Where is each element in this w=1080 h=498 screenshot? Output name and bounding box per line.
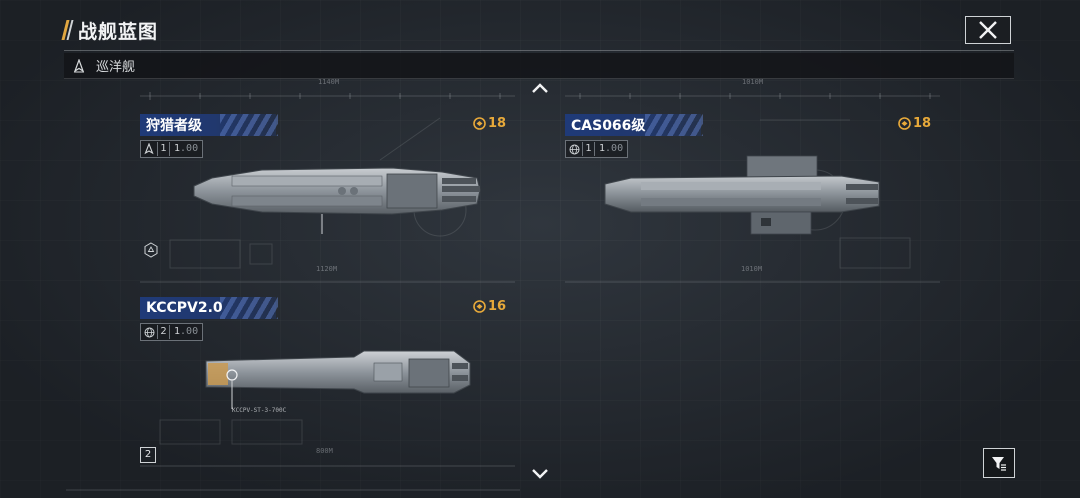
ship-cost: 18: [473, 116, 506, 131]
ship-card-hunter[interactable]: 狩猎者级 1 1.00 18 1120M: [140, 114, 515, 289]
ship-name-tag: CAS066级: [565, 114, 703, 136]
filter-button[interactable]: [983, 448, 1015, 478]
chevron-up-icon: [532, 83, 548, 93]
ship-image-kccpv: [205, 350, 471, 409]
ship-name-tag: 狩猎者级: [140, 114, 278, 136]
ship-card-kccpv[interactable]: KCCPV2.0 2 1.00 16 KCCPV-ST-3-700C 800M …: [140, 297, 515, 472]
scroll-up-button[interactable]: [530, 82, 550, 94]
cost-value: 16: [488, 299, 507, 314]
globe-icon: [141, 325, 158, 339]
globe-icon: [566, 142, 583, 156]
ship-length: 1010M: [741, 265, 763, 273]
ship-cost: 18: [898, 116, 931, 131]
ship-stats: 1 1.00: [565, 140, 629, 158]
scroll-down-button[interactable]: [530, 468, 550, 480]
category-label: 巡洋舰: [96, 60, 136, 75]
level-integer: 1: [599, 143, 606, 154]
ship-tier: 1: [583, 142, 595, 156]
ship-part-label: KCCPV-ST-3-700C: [232, 407, 287, 414]
ship-level: 1.00: [170, 142, 202, 156]
page-header: 战舰蓝图: [64, 14, 158, 46]
cruiser-class-icon: [141, 142, 158, 156]
ship-stats: 1 1.00: [140, 140, 204, 158]
resource-icon: [473, 117, 486, 130]
ruler-label-2: 1010M: [742, 78, 764, 86]
title-accent-icon: [64, 18, 72, 42]
ship-cost: 16: [473, 299, 506, 314]
ship-length: 800M: [316, 447, 333, 455]
level-fraction: .00: [180, 326, 199, 337]
level-integer: 1: [174, 326, 181, 337]
ruler-label-1: 1140M: [318, 78, 340, 86]
ship-tier: 2: [158, 325, 170, 339]
cost-value: 18: [488, 116, 507, 131]
resource-icon: [898, 117, 911, 130]
ship-level: 1.00: [170, 325, 202, 339]
ship-tier: 1: [158, 142, 170, 156]
header-divider: [64, 50, 1014, 51]
cruiser-icon: [70, 57, 88, 75]
ship-card-cas066[interactable]: CAS066级 1 1.00 18 1010M: [565, 114, 940, 289]
level-integer: 1: [174, 143, 181, 154]
ship-stats: 2 1.00: [140, 323, 204, 341]
ship-name: CAS066级: [571, 118, 646, 134]
filter-icon: [992, 457, 1006, 471]
close-button[interactable]: [965, 16, 1011, 44]
ship-length: 1120M: [316, 265, 338, 273]
ship-name-tag: KCCPV2.0: [140, 297, 278, 319]
chevron-down-icon: [532, 469, 548, 479]
level-fraction: .00: [605, 143, 624, 154]
page-title: 战舰蓝图: [78, 20, 159, 43]
ship-name: KCCPV2.0: [146, 300, 223, 316]
cost-value: 18: [913, 116, 932, 131]
close-icon: [979, 21, 997, 39]
level-fraction: .00: [180, 143, 199, 154]
ship-name: 狩猎者级: [146, 118, 202, 134]
ship-image-hunter: [193, 167, 481, 234]
page-badge: 2: [140, 447, 156, 463]
hexagon-icon: [144, 242, 158, 258]
ship-level: 1.00: [595, 142, 627, 156]
resource-icon: [473, 300, 486, 313]
ship-image-cas066: [604, 155, 880, 235]
category-bar[interactable]: 巡洋舰: [64, 53, 1014, 79]
